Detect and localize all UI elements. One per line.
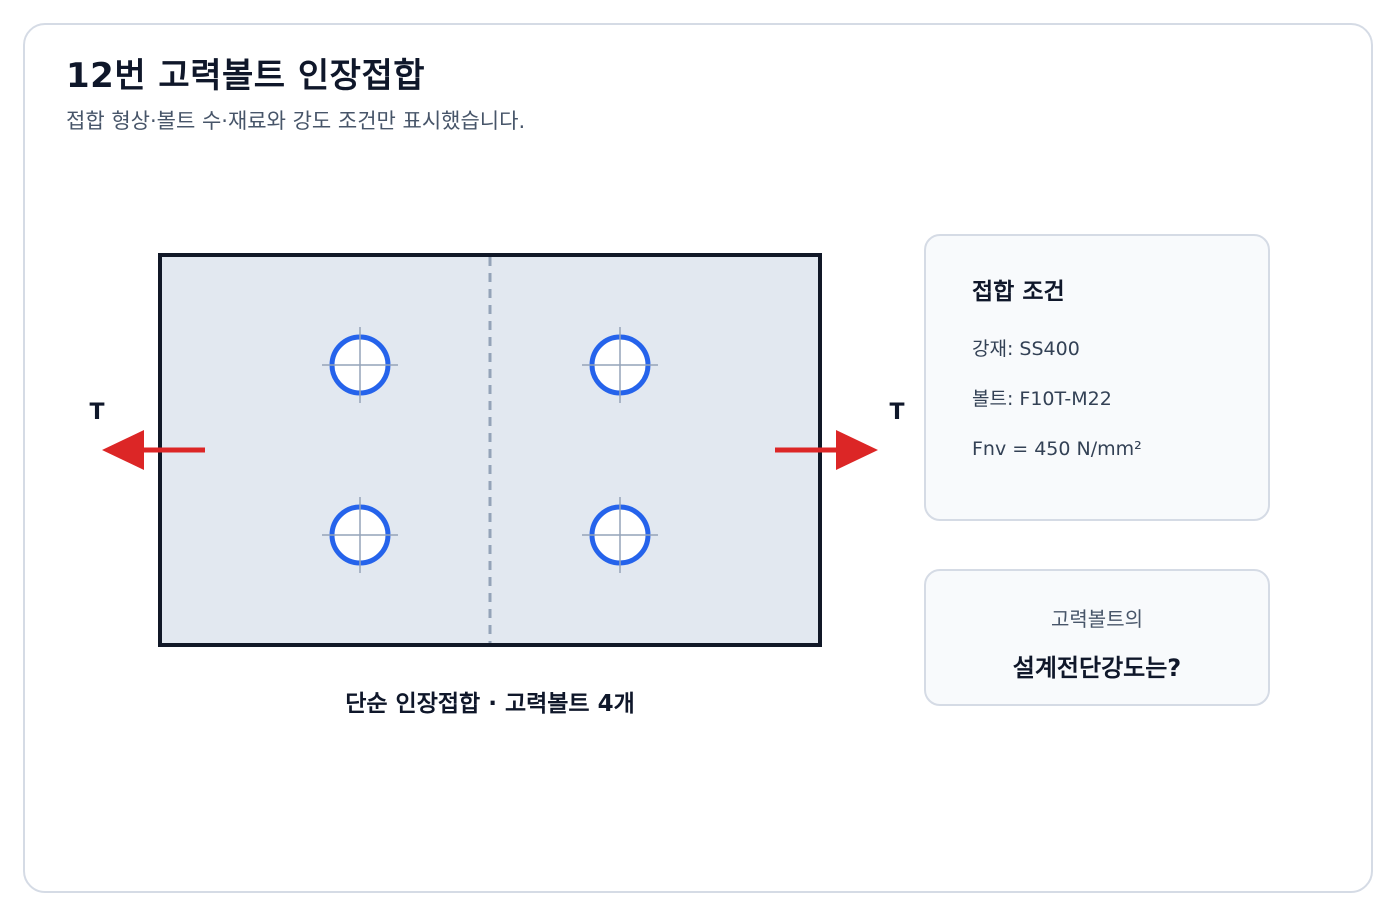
- bolt: [582, 497, 658, 573]
- load-label-left: T: [89, 400, 104, 425]
- steel-grade: 강재: SS400: [972, 338, 1080, 360]
- conditions-panel: 접합 조건 강재: SS400 볼트: F10T-M22 Fnv = 450 N…: [924, 234, 1270, 521]
- nominal-shear-strength: Fnv = 450 N/mm²: [972, 438, 1142, 460]
- question-line-1: 고력볼트의: [1051, 607, 1143, 631]
- question-panel: 고력볼트의 설계전단강도는?: [924, 569, 1270, 706]
- load-arrow-left: [102, 430, 205, 470]
- page-title: 12번 고력볼트 인장접합: [66, 56, 426, 96]
- bolt-spec: 볼트: F10T-M22: [972, 388, 1112, 410]
- diagram-caption: 단순 인장접합 · 고력볼트 4개: [345, 691, 635, 717]
- bolt: [582, 327, 658, 403]
- load-arrow-right: [775, 430, 878, 470]
- question-line-2: 설계전단강도는?: [1012, 654, 1182, 682]
- page-subtitle: 접합 형상·볼트 수·재료와 강도 조건만 표시했습니다.: [66, 109, 526, 133]
- bolt: [322, 497, 398, 573]
- conditions-heading: 접합 조건: [972, 279, 1065, 305]
- bolt: [322, 327, 398, 403]
- load-label-right: T: [889, 400, 904, 425]
